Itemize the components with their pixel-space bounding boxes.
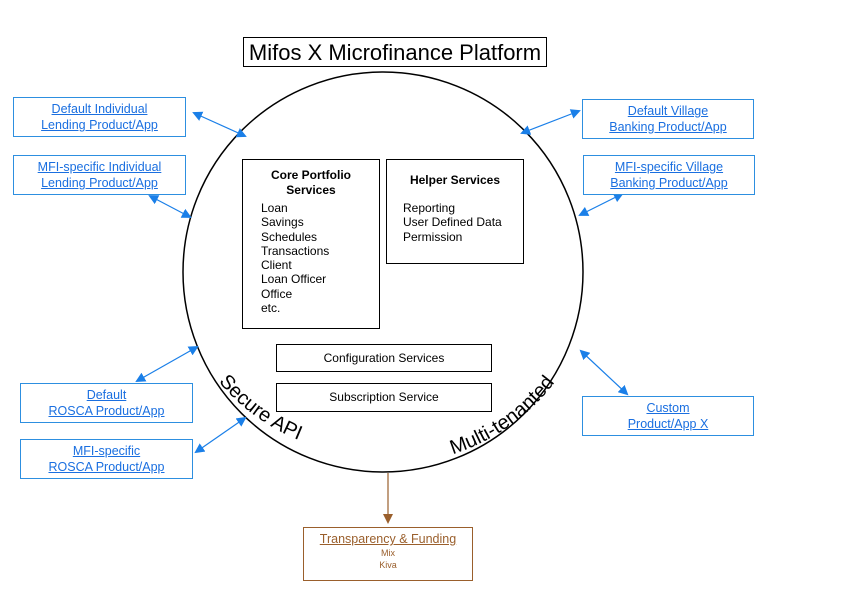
subscription-service: Subscription Service [276, 383, 492, 412]
helper-item-reporting: Reporting [403, 201, 456, 215]
app-label-line2: Product/App X [627, 417, 709, 431]
app-label-line1: MFI-specific [72, 444, 141, 458]
app-label-line1: Default [86, 388, 127, 402]
app-label-line1: MFI-specific Individual [37, 160, 162, 174]
platform-circle [182, 71, 584, 473]
core-item-etc: etc. [261, 301, 281, 316]
mfi-individual-lending-app[interactable]: MFI-specific Individual Lending Product/… [13, 155, 186, 195]
configuration-services: Configuration Services [276, 344, 492, 372]
custom-product-app[interactable]: Custom Product/App X [582, 396, 754, 436]
core-item-savings: Savings [261, 215, 304, 230]
core-item-office: Office [261, 286, 293, 301]
core-item-transactions: Transactions [261, 243, 330, 258]
arrow-default-rosca [135, 346, 199, 382]
app-label-line1: Default Individual [51, 102, 148, 116]
core-item-schedules: Schedules [261, 229, 318, 244]
arrow-default-village [520, 109, 581, 135]
helper-services: Helper Services Reporting User Defined D… [386, 159, 524, 264]
arrow-custom [579, 349, 629, 396]
transparency-funding-box[interactable]: Transparency & Funding Mix Kiva [303, 527, 473, 581]
core-heading-line2: Services [286, 183, 336, 197]
core-heading-line1: Core Portfolio [271, 168, 351, 182]
helper-item-user-defined-data: User Defined Data [403, 215, 502, 230]
arrow-mfi-individual [148, 195, 192, 218]
page-title: Mifos X Microfinance Platform [243, 37, 547, 67]
funding-title: Transparency & Funding [319, 532, 457, 546]
app-label-line2: Banking Product/App [610, 176, 728, 190]
default-village-banking-app[interactable]: Default Village Banking Product/App [582, 99, 754, 139]
core-portfolio-services: Core Portfolio Services Loan Savings Sch… [242, 159, 380, 329]
app-label-line2: Lending Product/App [41, 118, 158, 132]
core-item-client: Client [261, 258, 292, 273]
default-individual-lending-app[interactable]: Default Individual Lending Product/App [13, 97, 186, 137]
app-label-line2: ROSCA Product/App [48, 404, 165, 418]
helper-heading: Helper Services [409, 173, 501, 187]
funding-item-mix: Mix [381, 548, 395, 558]
funding-item-kiva: Kiva [379, 560, 397, 570]
app-label-line1: MFI-specific Village [614, 160, 724, 174]
app-label-line1: Default Village [627, 104, 709, 118]
core-item-loan-officer: Loan Officer [261, 272, 327, 287]
arrow-mfi-rosca [194, 416, 247, 454]
core-item-loan: Loan [261, 201, 288, 215]
mfi-village-banking-app[interactable]: MFI-specific Village Banking Product/App [583, 155, 755, 195]
mfi-rosca-app[interactable]: MFI-specific ROSCA Product/App [20, 439, 193, 479]
arrow-default-individual [192, 111, 247, 138]
app-label-line2: Lending Product/App [41, 176, 158, 190]
app-label-line1: Custom [646, 401, 690, 415]
app-label-line2: ROSCA Product/App [48, 460, 165, 474]
app-label-line2: Banking Product/App [609, 120, 727, 134]
default-rosca-app[interactable]: Default ROSCA Product/App [20, 383, 193, 423]
arrow-mfi-village [578, 193, 624, 216]
helper-item-permission: Permission [403, 229, 463, 244]
